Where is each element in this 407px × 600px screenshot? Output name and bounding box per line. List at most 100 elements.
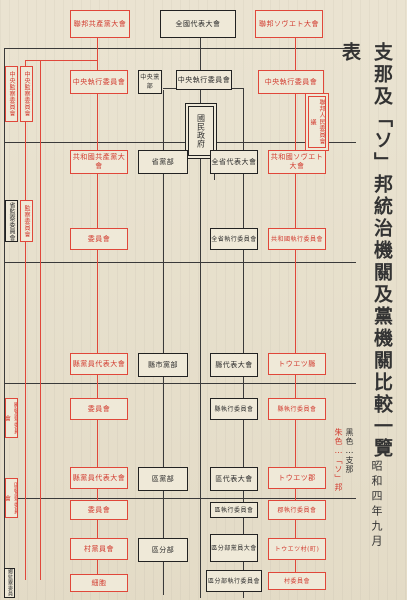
republic-soviet-congress-label: 共和國ソヴエト大會 — [270, 153, 324, 170]
county-soviet-box: トウエツ縣 — [268, 353, 326, 375]
connector-line — [200, 38, 201, 598]
county-city-party-box: 縣市黨部 — [138, 353, 188, 377]
district-soviet-exec-box: 郡執行委員會 — [268, 500, 326, 520]
republic-party-congress-label: 共和國共產黨大會 — [72, 153, 126, 170]
county-party-congress-box: 縣黨員代表大會 — [70, 353, 128, 375]
legend-black: 黑色…支那 — [345, 428, 354, 474]
district-control-label: 區監察委員會 — [5, 481, 18, 515]
district-committee-box: 委員會 — [70, 500, 128, 520]
right-central-exec-label: 中央執行委員會 — [264, 77, 318, 86]
sub-district-meeting-box: 區分部黨員大會 — [210, 534, 258, 562]
left-central-exec-label: 中央執行委員會 — [72, 77, 126, 86]
national-congress-label: 全國代表大會 — [175, 19, 221, 28]
connector-line — [4, 142, 356, 143]
sub-district-meeting-label: 區分部黨員大會 — [211, 544, 257, 552]
sub-district-exec-label: 區分部執行委員會 — [207, 577, 260, 585]
district-party-congress-box: 縣黨員代表大會 — [70, 467, 128, 489]
district-exec-box: 區執行委員會 — [210, 502, 258, 518]
central-control-box: 中央監察委員會 — [5, 66, 18, 122]
district-committee-label: 委員會 — [87, 505, 111, 514]
control-committee-box: 監察委員會 — [20, 200, 33, 242]
connector-line — [4, 262, 356, 263]
county-soviet-exec-label: 縣執行委員會 — [277, 405, 317, 413]
village-control-label: 鄉監察委員 — [7, 569, 13, 597]
sub-district-party-label: 區分部 — [151, 545, 175, 554]
county-exec-box: 縣執行委員會 — [210, 398, 258, 420]
republic-exec-box: 共和國執行委員會 — [268, 228, 326, 250]
province-congress-box: 全省代表大會 — [210, 150, 258, 174]
village-committee-box: 村委員會 — [268, 572, 326, 590]
county-soviet-exec-box: 縣執行委員會 — [268, 398, 326, 420]
village-party-meeting-box: 村黨員會 — [70, 538, 128, 560]
village-party-meeting-label: 村黨員會 — [84, 544, 114, 553]
cell-box: 細胞 — [70, 574, 128, 592]
village-soviet-label: トウエツ村(町) — [274, 545, 320, 553]
connector-line — [243, 88, 244, 598]
province-party-label: 省黨部 — [151, 157, 175, 166]
district-congress-label: 區代表大會 — [215, 474, 253, 483]
central-control-box-2: 中央監察委員會 — [20, 66, 33, 122]
county-control-box: 縣監察委員會 — [5, 398, 18, 438]
connector-line — [163, 90, 164, 595]
central-exec-label: 中央執行委員會 — [177, 75, 231, 84]
sub-district-party-box: 區分部 — [138, 538, 188, 562]
peoples-commissars-label: 聯邦人民委員會議 — [309, 99, 325, 145]
document-date: 昭和四年九月 — [370, 460, 383, 550]
central-control-label: 中央監察委員會 — [8, 71, 15, 117]
party-congress-label: 聯邦共產黨大會 — [73, 19, 127, 28]
central-control-label-2: 中央監察委員會 — [23, 71, 30, 117]
left-central-exec-box: 中央執行委員會 — [70, 70, 128, 94]
province-congress-label: 全省代表大會 — [211, 157, 257, 166]
central-exec-box: 中央執行委員會 — [176, 70, 232, 90]
county-congress-box: 縣代表大會 — [210, 353, 258, 377]
soviet-congress-box: 聯邦ソヴエト大會 — [255, 10, 323, 38]
party-congress-box: 聯邦共產黨大會 — [70, 10, 130, 38]
red-connector-line — [40, 60, 41, 580]
province-exec-label: 全省執行委員會 — [211, 235, 257, 243]
connector-line — [4, 498, 356, 499]
district-soviet-box: トウエツ郡 — [268, 467, 326, 489]
province-party-box: 省黨部 — [138, 150, 188, 174]
document-title: 支那及「ソ」邦統治機關及黨機關比較一覽表 — [339, 42, 393, 460]
control-committee-label: 監察委員會 — [23, 204, 30, 238]
province-control-label: 省監察委員會 — [8, 201, 15, 241]
central-party-label: 中央黨部 — [140, 74, 160, 90]
peoples-commissars-box: 聯邦人民委員會議 — [308, 96, 326, 148]
red-connector-line — [25, 60, 26, 580]
sub-district-exec-box: 區分部執行委員會 — [206, 570, 262, 592]
district-congress-box: 區代表大會 — [210, 467, 258, 491]
province-exec-box: 全省執行委員會 — [210, 228, 258, 250]
district-exec-label: 區執行委員會 — [214, 506, 254, 514]
connector-line — [4, 383, 356, 384]
legend-red: 朱色…「ソ」邦 — [334, 428, 343, 492]
county-committee-label: 委員會 — [87, 404, 111, 413]
district-party-congress-label: 縣黨員代表大會 — [72, 473, 126, 482]
district-party-label: 區黨部 — [151, 474, 175, 483]
connector-line — [4, 48, 356, 49]
county-committee-box: 委員會 — [70, 398, 128, 420]
republic-exec-label: 共和國執行委員會 — [270, 235, 323, 243]
left-committee-box: 委員會 — [70, 228, 128, 250]
national-government-box: 國民政府 — [188, 106, 214, 156]
county-congress-label: 縣代表大會 — [215, 360, 253, 369]
district-party-box: 區黨部 — [138, 467, 188, 491]
county-soviet-label: トウエツ縣 — [278, 359, 316, 368]
republic-party-congress-box: 共和國共產黨大會 — [70, 150, 128, 174]
district-control-box: 區監察委員會 — [5, 478, 18, 518]
cell-label: 細胞 — [91, 578, 107, 587]
county-control-label: 縣監察委員會 — [5, 401, 18, 435]
left-committee-label: 委員會 — [87, 234, 111, 243]
connector-line — [214, 110, 215, 180]
county-party-congress-label: 縣黨員代表大會 — [72, 359, 126, 368]
village-control-box: 鄉監察委員 — [4, 568, 15, 598]
soviet-congress-label: 聯邦ソヴエト大會 — [259, 19, 319, 28]
republic-soviet-congress-box: 共和國ソヴエト大會 — [268, 150, 326, 174]
county-exec-label: 縣執行委員會 — [214, 405, 254, 413]
district-soviet-exec-label: 郡執行委員會 — [277, 506, 317, 514]
red-connector-line — [295, 38, 296, 583]
province-control-box: 省監察委員會 — [5, 200, 18, 242]
connector-line — [4, 48, 5, 596]
district-soviet-label: トウエツ郡 — [278, 473, 316, 482]
county-city-party-label: 縣市黨部 — [148, 360, 178, 369]
